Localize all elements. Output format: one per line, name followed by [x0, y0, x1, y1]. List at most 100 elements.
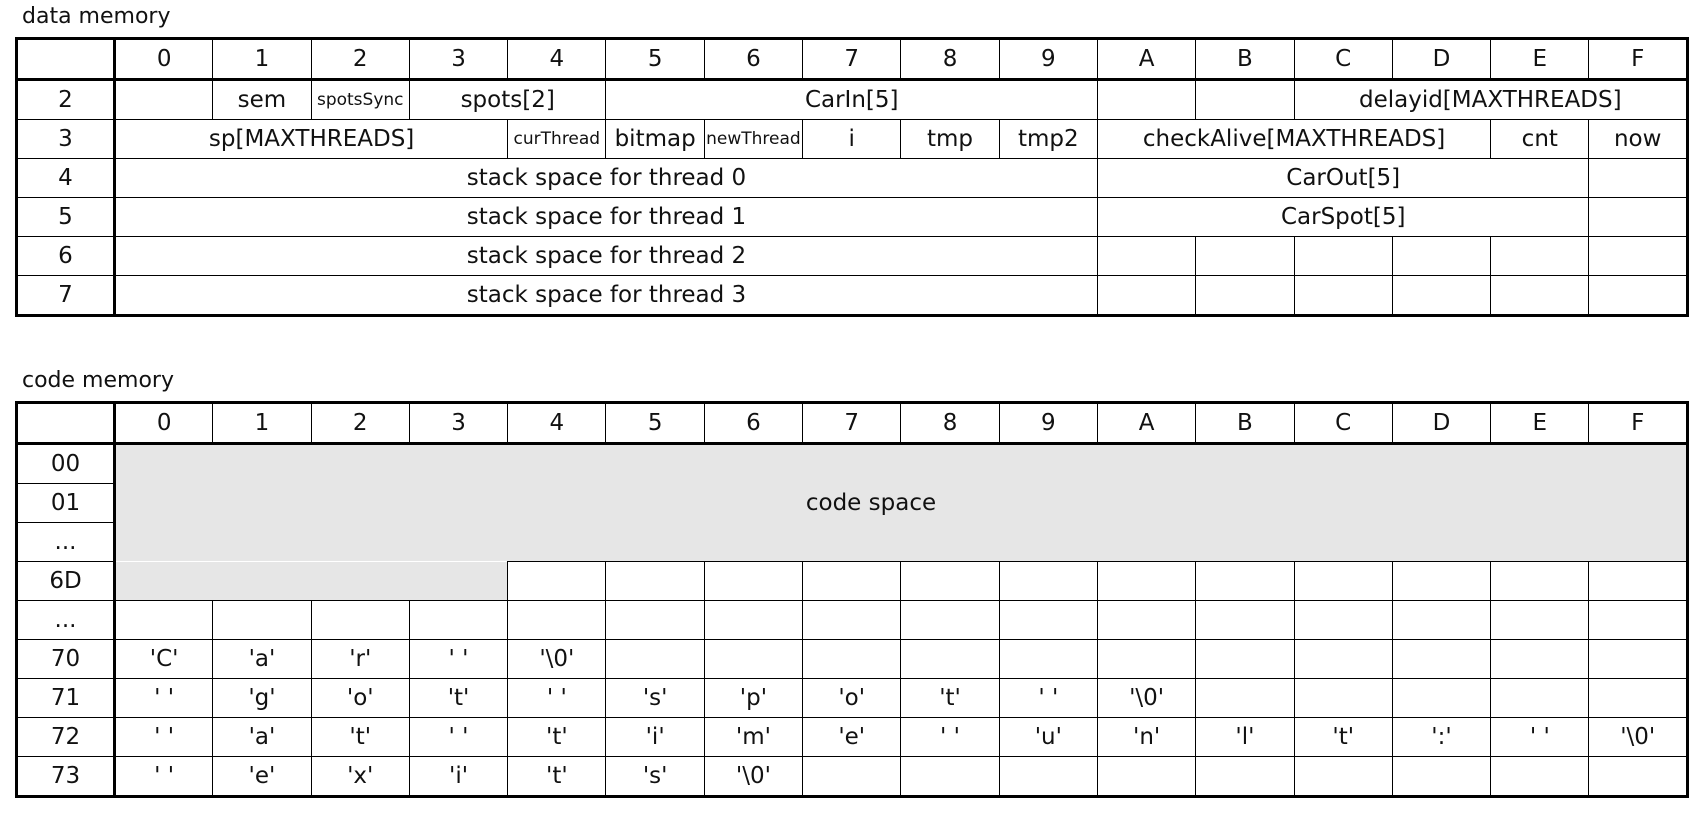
string-byte-cell: [1293, 600, 1393, 640]
memory-variable-cell: now: [1588, 119, 1688, 159]
row-address: 70: [16, 639, 116, 679]
string-byte-cell: 'g': [212, 678, 312, 718]
memory-row: 01: [16, 483, 1688, 523]
column-header: D: [1391, 38, 1492, 81]
string-byte-cell: [605, 639, 705, 679]
string-byte-cell: 't': [507, 756, 607, 797]
string-byte-cell: 't': [1293, 717, 1393, 757]
column-header: C: [1293, 38, 1393, 81]
empty-memory-cell: [1588, 561, 1688, 601]
string-byte-cell: [212, 600, 312, 640]
string-byte-cell: [1195, 639, 1295, 679]
string-byte-cell: 'a': [212, 639, 312, 679]
string-byte-cell: 'C': [113, 639, 214, 679]
row-address: 3: [16, 119, 116, 159]
memory-variable-cell: [1391, 275, 1492, 316]
empty-memory-cell: [900, 561, 1000, 601]
column-header: 2: [310, 38, 410, 81]
column-header: 8: [900, 38, 1000, 81]
memory-variable-cell: i: [802, 119, 902, 159]
memory-row: 71' ''g''o''t'' ''s''p''o''t'' ''\0': [16, 678, 1688, 718]
row-address: ...: [16, 600, 116, 640]
string-byte-cell: [900, 639, 1000, 679]
memory-variable-cell: stack space for thread 1: [114, 197, 1098, 237]
memory-variable-cell: cnt: [1490, 119, 1590, 159]
memory-variable-cell: [1588, 197, 1688, 237]
string-byte-cell: [1490, 678, 1590, 718]
empty-memory-cell: [1490, 561, 1590, 601]
string-byte-cell: [1293, 639, 1393, 679]
memory-variable-cell: stack space for thread 3: [114, 275, 1098, 316]
empty-memory-cell: [1293, 561, 1393, 601]
column-header: F: [1588, 38, 1688, 81]
empty-memory-cell: [1391, 561, 1492, 601]
string-byte-cell: [1096, 600, 1197, 640]
column-header: 9: [998, 402, 1098, 445]
row-address: 71: [16, 678, 116, 718]
string-byte-cell: [507, 600, 607, 640]
memory-variable-cell: spotsSync: [310, 79, 410, 120]
column-header: E: [1490, 402, 1590, 445]
row-address: 72: [16, 717, 116, 757]
string-byte-cell: [1195, 756, 1295, 797]
string-byte-cell: [703, 639, 804, 679]
column-header: D: [1391, 402, 1492, 445]
empty-memory-cell: [507, 561, 607, 601]
string-byte-cell: [1588, 639, 1688, 679]
string-byte-cell: [703, 600, 804, 640]
memory-variable-cell: [1490, 275, 1590, 316]
memory-row: 70'C''a''r'' ''\0': [16, 639, 1688, 679]
string-byte-cell: 't': [900, 678, 1000, 718]
column-header: 4: [507, 38, 607, 81]
string-byte-cell: [1490, 756, 1590, 797]
row-address: 4: [16, 158, 116, 198]
string-byte-cell: '\0': [1588, 717, 1688, 757]
memory-variable-cell: [1293, 236, 1393, 276]
memory-variable-cell: [113, 79, 214, 120]
string-byte-cell: [998, 600, 1098, 640]
memory-row: 73' ''e''x''i''t''s''\0': [16, 756, 1688, 797]
row-address: 01: [16, 483, 116, 523]
column-header: 9: [998, 38, 1098, 81]
column-header: 7: [802, 402, 902, 445]
string-byte-cell: [605, 600, 705, 640]
row-address: 6: [16, 236, 116, 276]
column-header: 7: [802, 38, 902, 81]
memory-variable-cell: tmp: [900, 119, 1000, 159]
string-byte-cell: [1293, 678, 1393, 718]
column-header: A: [1096, 38, 1197, 81]
string-byte-cell: [998, 639, 1098, 679]
string-byte-cell: 'a': [212, 717, 312, 757]
string-byte-cell: 's': [605, 678, 705, 718]
string-byte-cell: 'o': [310, 678, 410, 718]
string-byte-cell: 'p': [703, 678, 804, 718]
column-header: F: [1588, 402, 1688, 445]
code-space-label: code space: [805, 490, 937, 516]
string-byte-cell: '\0': [703, 756, 804, 797]
string-byte-cell: 'm': [703, 717, 804, 757]
row-address: 73: [16, 756, 116, 797]
string-byte-cell: [998, 756, 1098, 797]
string-byte-cell: [802, 600, 902, 640]
string-byte-cell: [1195, 678, 1295, 718]
memory-variable-cell: curThread: [507, 119, 607, 159]
row-address: 6D: [16, 561, 116, 601]
column-header: 1: [212, 38, 312, 81]
column-header: 3: [408, 402, 509, 445]
string-byte-cell: 's': [605, 756, 705, 797]
string-byte-cell: [1588, 678, 1688, 718]
memory-variable-cell: [1588, 236, 1688, 276]
memory-variable-cell: [1096, 275, 1197, 316]
string-byte-cell: [802, 639, 902, 679]
memory-variable-cell: [1195, 275, 1295, 316]
code-space-region-tail: [113, 561, 509, 601]
code-memory-title: code memory: [22, 368, 174, 393]
memory-variable-cell: CarOut[5]: [1096, 158, 1590, 198]
column-header: 5: [605, 38, 705, 81]
empty-memory-cell: [1195, 561, 1295, 601]
column-header: 8: [900, 402, 1000, 445]
string-byte-cell: 'e': [212, 756, 312, 797]
